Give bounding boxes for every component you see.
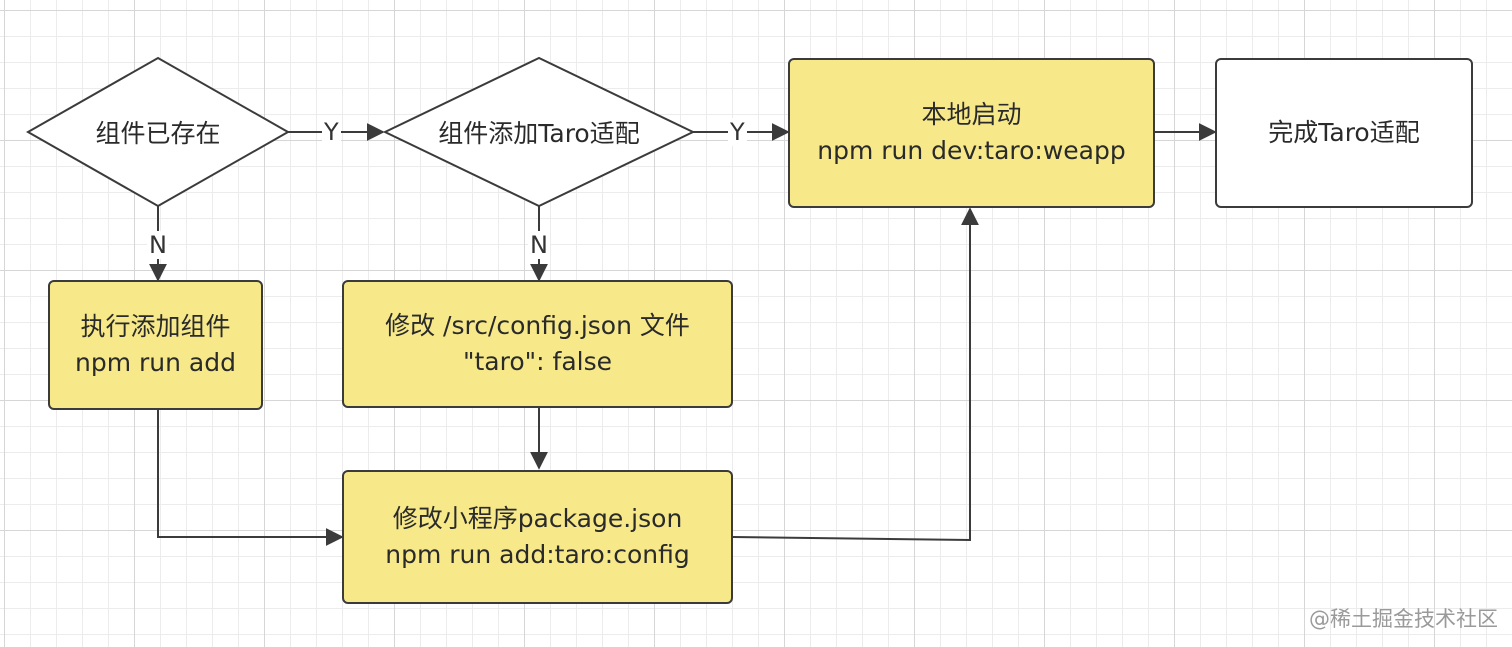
decision-component-exists: 组件已存在	[95, 119, 221, 148]
decision-add-taro-adapt: 组件添加Taro适配	[438, 119, 640, 148]
edge-package-start	[732, 207, 979, 542]
watermark: @稀土掘金技术社区	[1309, 607, 1498, 631]
edge-label-yes-2: Y	[728, 118, 747, 146]
step-local-start-command: npm run dev:taro:weapp	[817, 136, 1126, 165]
step-local-start: 本地启动 npm run dev:taro:weapp	[788, 58, 1155, 208]
step-add-component-title: 执行添加组件	[80, 312, 231, 341]
step-done-title: 完成Taro适配	[1268, 118, 1420, 147]
edge-label-no-2: N	[528, 231, 550, 259]
edge-label-no-1: N	[147, 231, 169, 259]
step-modify-config-title: 修改 /src/config.json 文件	[385, 311, 690, 340]
step-modify-package-title: 修改小程序package.json	[392, 504, 683, 533]
step-add-component-command: npm run add	[75, 348, 236, 377]
step-modify-config-value: "taro": false	[463, 347, 612, 376]
step-modify-config: 修改 /src/config.json 文件 "taro": false	[342, 280, 733, 408]
step-add-component: 执行添加组件 npm run add	[48, 280, 263, 410]
edge-label-yes-1: Y	[322, 118, 341, 146]
step-modify-package: 修改小程序package.json npm run add:taro:confi…	[342, 470, 733, 604]
edge-add-package	[157, 410, 344, 546]
step-modify-package-command: npm run add:taro:config	[385, 540, 690, 569]
step-done: 完成Taro适配	[1215, 58, 1473, 208]
step-local-start-title: 本地启动	[921, 100, 1022, 129]
